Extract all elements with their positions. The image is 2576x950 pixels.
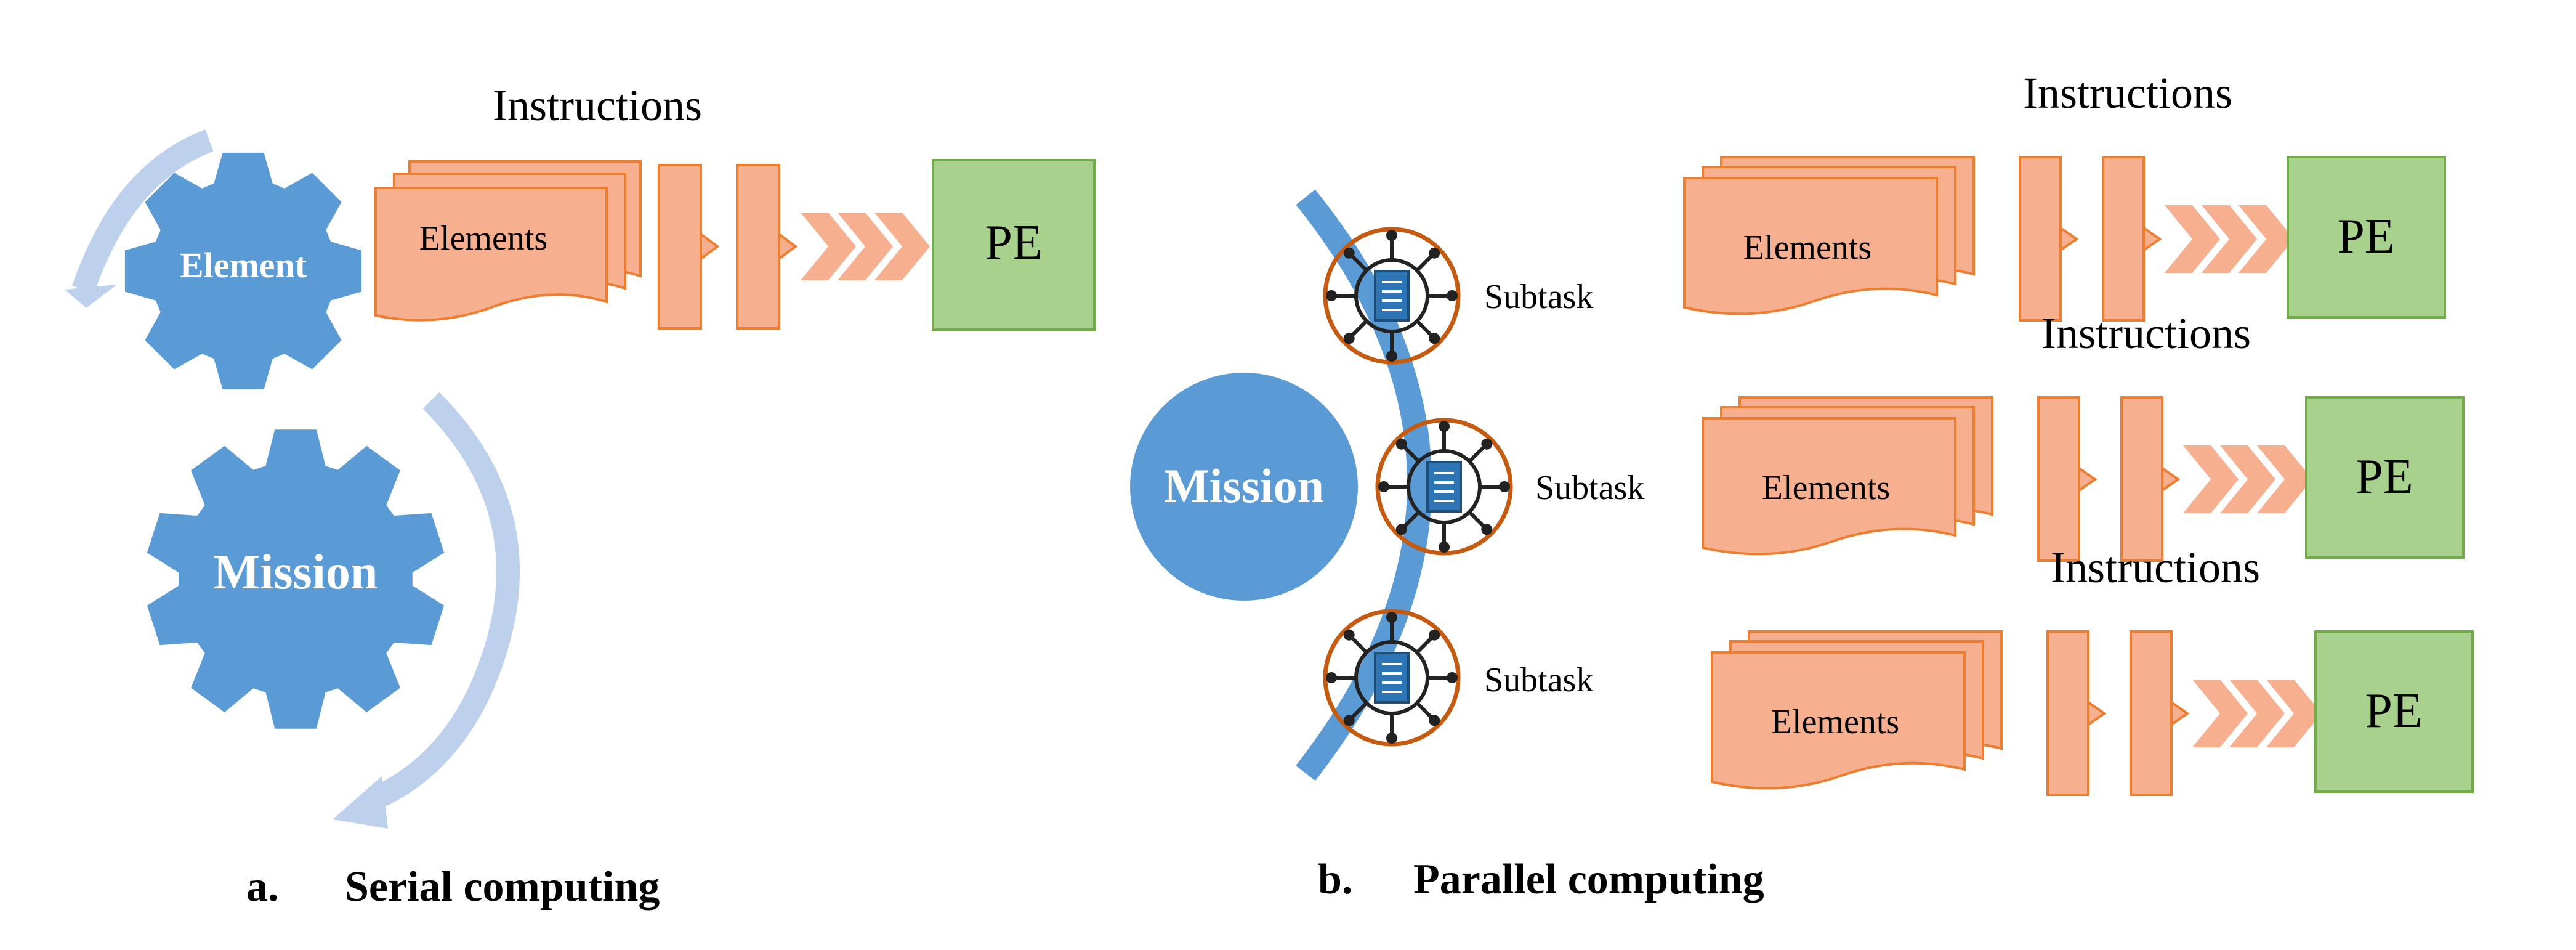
instruction-bar: [2120, 396, 2181, 562]
gear-element-label: Element: [180, 245, 307, 285]
subtask-network-icon: [1323, 609, 1461, 747]
elements-label: Elements: [1771, 703, 1899, 741]
instructions-label: Instructions: [493, 81, 702, 130]
rotation-arrow-icon: [365, 392, 520, 812]
parallel-panel: Mission Subtask Subtask Subtask Instruct…: [1130, 68, 2474, 903]
pe-label: PE: [2356, 450, 2413, 504]
mission-label: Mission: [1164, 459, 1324, 513]
gear-icon: [124, 152, 362, 390]
chevron-arrow-icon: [2192, 680, 2322, 747]
instruction-bar: [2130, 630, 2190, 796]
chevron-arrow-icon: [2165, 205, 2294, 273]
document-icon: [1374, 652, 1410, 704]
gear-icon: [147, 429, 445, 729]
document-icon: [1426, 461, 1462, 513]
instruction-bar: [736, 164, 798, 330]
subtask-label: Subtask: [1484, 278, 1593, 316]
caption-title: Serial computing: [345, 863, 660, 911]
instruction-bar: [2046, 630, 2107, 796]
pe-box: [2305, 396, 2465, 559]
document-icon: [1374, 270, 1410, 322]
serial-panel: Element Mission Instructions Elements: [65, 81, 1096, 911]
subtask-network-icon: [1323, 227, 1461, 365]
document-stack-icon: [374, 160, 642, 322]
gear-mission-label: Mission: [214, 545, 378, 599]
rotation-arrow-head-icon: [333, 776, 388, 829]
pe-label: PE: [2365, 684, 2422, 738]
instruction-bar: [2102, 156, 2162, 322]
chevron-arrow-icon: [2183, 445, 2312, 513]
rotation-arrow-icon: [72, 129, 214, 294]
caption-letter: b.: [1318, 856, 1352, 903]
instructions-label: Instructions: [2023, 68, 2232, 118]
rotation-arrow-head-icon: [65, 285, 117, 308]
document-stack-icon: [1702, 396, 1993, 556]
serial-pipeline: Instructions Elements PE: [374, 81, 1096, 331]
subtask-label: Subtask: [1484, 661, 1593, 699]
instruction-bar: [2037, 396, 2098, 562]
pe-box: [2287, 156, 2446, 319]
document-stack-icon: [1683, 156, 1975, 315]
elements-label: Elements: [1762, 469, 1890, 507]
instruction-bar: [658, 164, 720, 330]
subtask-label: Subtask: [1535, 469, 1644, 507]
subtask-layer: [1323, 227, 1513, 747]
pe-label: PE: [2337, 209, 2394, 264]
instruction-bar: [2019, 156, 2079, 322]
mission-circle: [1130, 373, 1358, 601]
pe-box: [932, 159, 1096, 331]
subtask-network-icon: [1375, 418, 1513, 556]
instructions-label: Instructions: [2051, 543, 2260, 592]
instructions-label: Instructions: [2041, 309, 2251, 358]
pe-box: [2314, 630, 2474, 793]
elements-label: Elements: [1743, 229, 1871, 267]
pe-label: PE: [985, 216, 1042, 270]
distribution-arc: [1296, 189, 1432, 781]
elements-label: Elements: [419, 219, 547, 258]
chevron-arrow-icon: [801, 213, 930, 280]
caption-letter: a.: [246, 863, 279, 911]
caption-title: Parallel computing: [1413, 856, 1764, 903]
document-stack-icon: [1711, 630, 2003, 790]
